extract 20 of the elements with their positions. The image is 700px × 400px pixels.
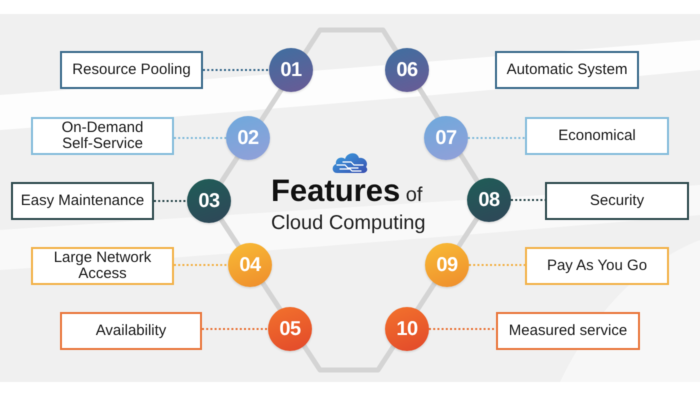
feature-label-box: Large Network Access (31, 247, 174, 285)
dotted-connector (469, 264, 525, 266)
feature-label-box: Measured service (496, 312, 640, 350)
dotted-connector (154, 200, 187, 202)
dotted-connector (174, 137, 226, 139)
dotted-connector (202, 328, 268, 330)
feature-label-box: On-Demand Self-Service (31, 117, 174, 155)
feature-label-box: Resource Pooling (60, 51, 203, 89)
feature-label-box: Economical (525, 117, 669, 155)
dotted-connector (203, 69, 269, 71)
dotted-connector (468, 137, 525, 139)
feature-label-box: Automatic System (495, 51, 639, 89)
dotted-connector (174, 264, 228, 266)
feature-label-box: Pay As You Go (525, 247, 669, 285)
dotted-connector (511, 199, 545, 201)
title: Features of Cloud Computing (271, 177, 427, 236)
feature-label-box: Security (545, 182, 689, 220)
feature-label-box: Easy Maintenance (11, 182, 154, 220)
dotted-connector (429, 328, 496, 330)
feature-label-box: Availability (60, 312, 202, 350)
